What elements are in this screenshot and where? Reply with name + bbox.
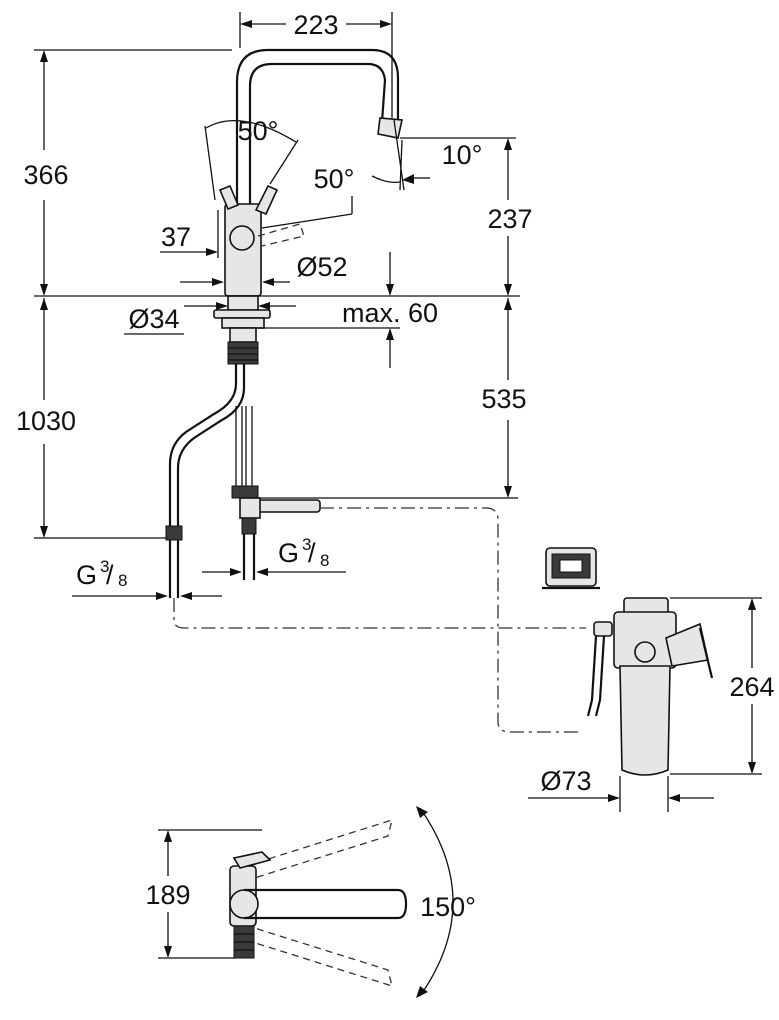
- dim-1030: 1030: [16, 406, 76, 436]
- dim-535: 535: [481, 384, 526, 414]
- dim-37: 37: [161, 222, 191, 252]
- pipe-routing: [173, 507, 586, 733]
- svg-text:8: 8: [320, 551, 329, 570]
- dim-max60: max. 60: [342, 298, 438, 328]
- svg-text:3: 3: [100, 557, 109, 576]
- dim-d34: Ø34: [128, 304, 179, 334]
- svg-text:G: G: [278, 538, 299, 568]
- dim-366: 366: [23, 160, 68, 190]
- svg-text:G: G: [76, 560, 97, 590]
- connection-left-label: G 3 / 8: [76, 557, 127, 590]
- filter-unit: [586, 597, 714, 776]
- dim-10: 10°: [442, 140, 483, 170]
- dim-189: 189: [145, 880, 190, 910]
- svg-text:8: 8: [118, 571, 127, 590]
- svg-text:3: 3: [302, 535, 311, 554]
- dim-264: 264: [729, 672, 774, 702]
- swivel-top-view: [229, 806, 454, 998]
- dim-50-left: 50°: [238, 116, 279, 146]
- svg-text:/: /: [308, 538, 316, 568]
- dim-50-right: 50°: [314, 164, 355, 194]
- dim-d52: Ø52: [296, 252, 347, 282]
- dim-d73: Ø73: [540, 766, 591, 796]
- dimension-lines: [34, 12, 762, 959]
- filter-indicator-icon: [542, 547, 600, 590]
- svg-text:/: /: [106, 560, 114, 590]
- dim-237: 237: [487, 204, 532, 234]
- dim-150: 150°: [420, 892, 476, 922]
- connection-right-label: G 3 / 8: [278, 535, 329, 570]
- dimension-labels: 223 366 50° 50° 10° 237 37 Ø52 Ø34 max. …: [16, 10, 775, 922]
- dim-223: 223: [293, 10, 338, 40]
